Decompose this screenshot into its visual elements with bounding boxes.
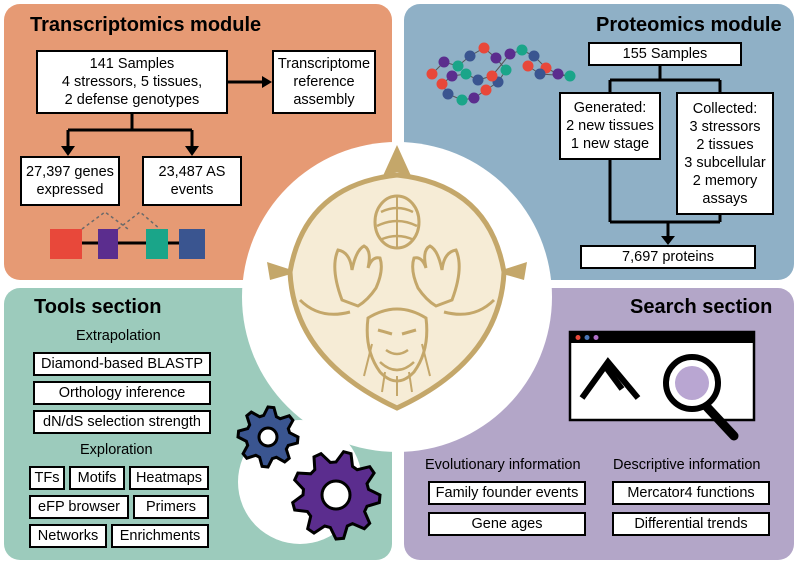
exploration-item: eFP browser <box>29 495 129 519</box>
exploration-item: Primers <box>133 495 209 519</box>
extrapolation-item: Diamond-based BLASTP <box>33 352 211 376</box>
protein-bead <box>528 50 540 62</box>
transcriptomics-arrows <box>61 76 272 156</box>
exploration-item: Heatmaps <box>129 466 209 490</box>
protein-bead <box>478 42 490 54</box>
protein-bead <box>516 44 528 56</box>
collected-box: Collected: 3 stressors 2 tissues 3 subce… <box>676 92 774 215</box>
proteomics-arrows <box>608 66 722 245</box>
descriptive-label: Descriptive information <box>613 457 761 473</box>
protein-bead <box>490 52 502 64</box>
exploration-label: Exploration <box>80 442 153 458</box>
protein-chain-icon <box>426 42 576 106</box>
genes-expressed-box: 27,397 genes expressed <box>20 156 120 206</box>
transcriptome-reference-box: Transcriptome reference assembly <box>272 50 376 114</box>
transcriptomics-title: Transcriptomics module <box>30 14 262 36</box>
as-events-box: 23,487 AS events <box>142 156 242 206</box>
protein-bead <box>480 84 492 96</box>
exploration-item: Motifs <box>69 466 125 490</box>
gear-hole <box>257 426 279 448</box>
protein-bead <box>438 56 450 68</box>
protein-bead <box>472 74 484 86</box>
proteomics-title: Proteomics module <box>596 14 782 36</box>
generated-box: Generated: 2 new tissues 1 new stage <box>559 92 661 160</box>
gears-icon <box>236 405 382 544</box>
descriptive-item: Differential trends <box>612 512 770 536</box>
protein-bead <box>452 60 464 72</box>
protein-bead <box>504 48 516 60</box>
exploration-item: TFs <box>29 466 65 490</box>
browser-search-icon <box>568 330 756 441</box>
extrapolation-item: Orthology inference <box>33 381 211 405</box>
exploration-item: Enrichments <box>111 524 209 548</box>
extrapolation-item: dN/dS selection strength <box>33 410 211 434</box>
protein-bead <box>446 70 458 82</box>
protein-bead <box>500 64 512 76</box>
tools-title: Tools section <box>34 296 162 318</box>
evolutionary-item: Gene ages <box>428 512 586 536</box>
central-logo <box>242 142 552 452</box>
evolutionary-item: Family founder events <box>428 481 586 505</box>
protein-bead <box>442 88 454 100</box>
protein-bead <box>464 50 476 62</box>
protein-bead <box>552 68 564 80</box>
evolutionary-label: Evolutionary information <box>425 457 581 473</box>
search-title: Search section <box>630 296 773 318</box>
protein-bead <box>460 68 472 80</box>
protein-bead <box>468 92 480 104</box>
protein-bead <box>534 68 546 80</box>
descriptive-item: Mercator4 functions <box>612 481 770 505</box>
protein-bead <box>522 60 534 72</box>
gene-model-icon <box>50 211 205 259</box>
gear-hole <box>320 479 352 511</box>
extrapolation-label: Extrapolation <box>76 328 161 344</box>
protein-bead <box>564 70 576 82</box>
proteins-box: 7,697 proteins <box>580 245 756 269</box>
protein-bead <box>486 70 498 82</box>
protein-bead <box>426 68 438 80</box>
proteomics-samples-box: 155 Samples <box>588 42 742 66</box>
protein-bead <box>456 94 468 106</box>
exploration-item: Networks <box>29 524 107 548</box>
protein-bead <box>436 78 448 90</box>
transcriptomics-samples-box: 141 Samples 4 stressors, 5 tissues, 2 de… <box>36 50 228 114</box>
